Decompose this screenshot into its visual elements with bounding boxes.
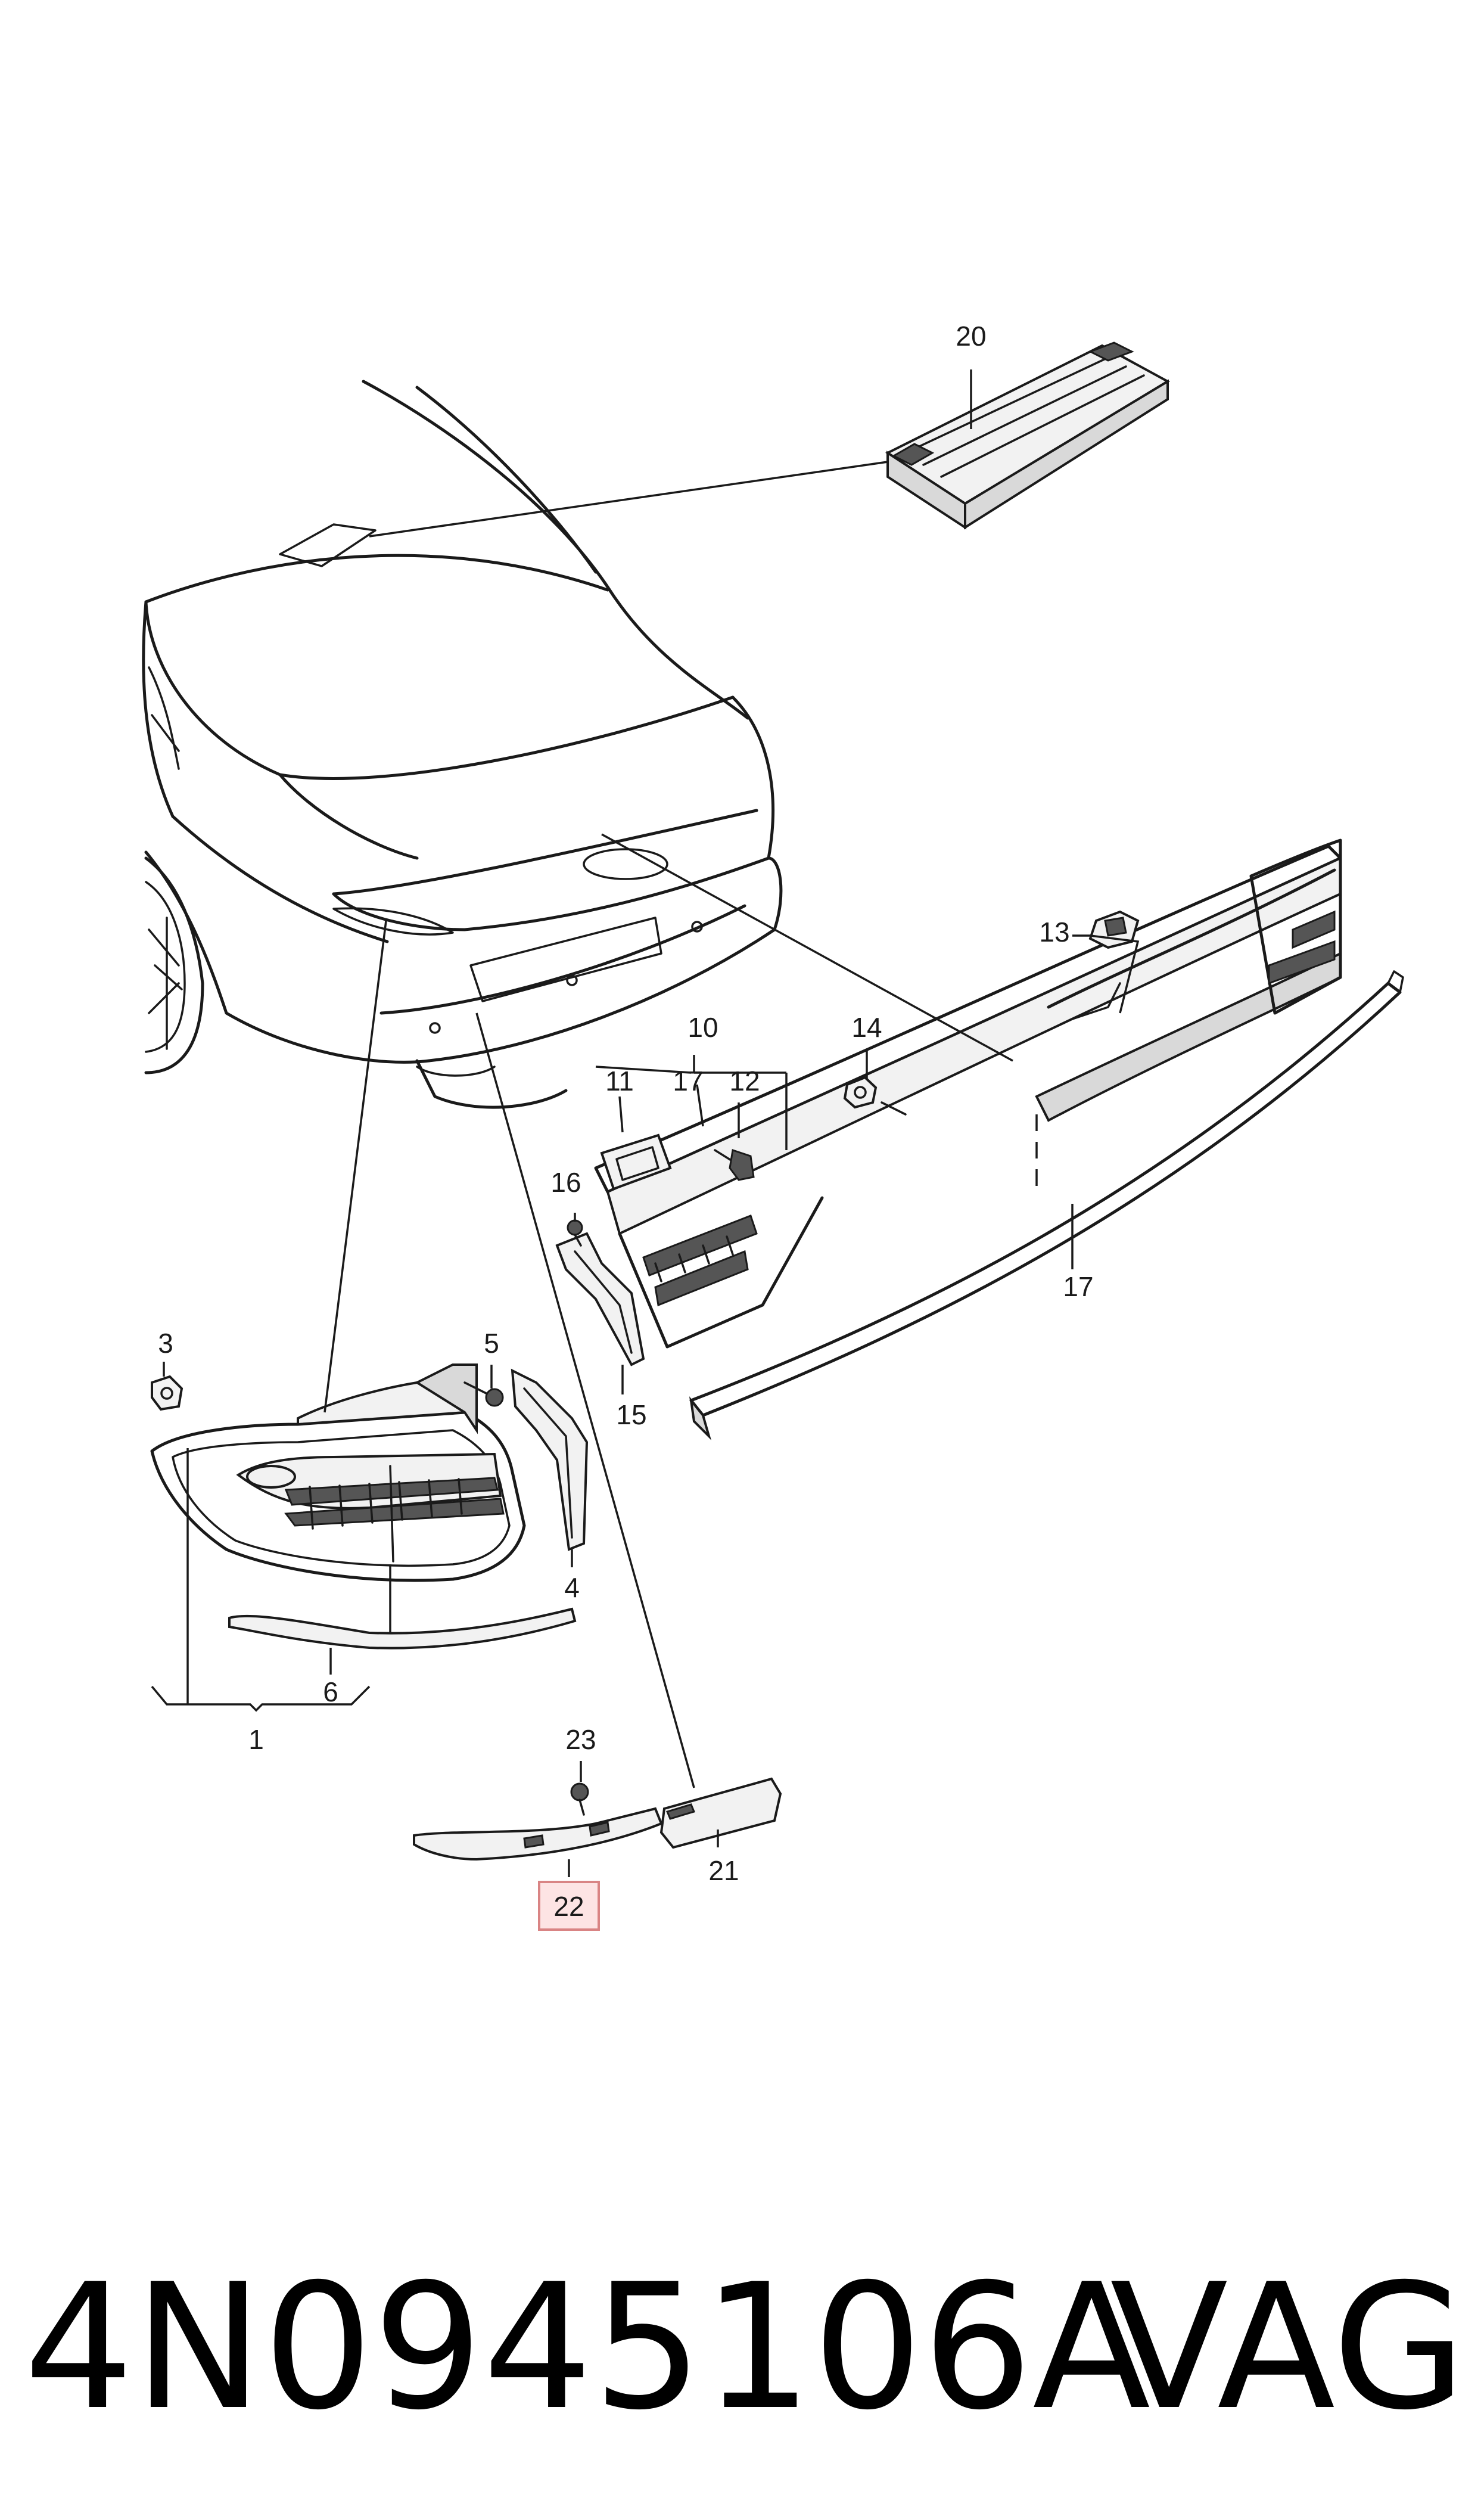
callout-11: 11 [605, 1066, 634, 1097]
part-4-cover [511, 1368, 589, 1551]
callout-22[interactable]: 22 [553, 1891, 584, 1922]
car-body [142, 380, 783, 1109]
leader-lines [151, 369, 1140, 1877]
part-16-screw [567, 1219, 583, 1247]
part-11-gasket [600, 1133, 672, 1191]
brand-label: VAG [1110, 2247, 1466, 2448]
part-6-strip [228, 1607, 577, 1650]
callout-23: 23 [565, 1724, 596, 1755]
part-3-nut [151, 1375, 183, 1411]
callout-14: 14 [851, 1012, 882, 1043]
callout-4: 4 [564, 1572, 580, 1603]
callout-20: 20 [956, 321, 986, 352]
callout-6: 6 [323, 1676, 338, 1707]
callout-17-right: 17 [1063, 1271, 1093, 1302]
callout-3: 3 [158, 1328, 173, 1359]
part-17-lower-strip [689, 970, 1404, 1440]
part-23-screw [570, 1782, 589, 1816]
callout-15: 15 [616, 1399, 646, 1430]
part-5-screw [463, 1381, 504, 1407]
light-bar-grid [642, 1215, 758, 1307]
part-20-brake-light [885, 341, 1171, 530]
callout-1: 1 [248, 1724, 264, 1755]
part-number: 4N0945106A [24, 2247, 1151, 2448]
part-15-bracket [555, 1232, 645, 1366]
part-13-clip [1088, 910, 1140, 949]
part-12-fastener [714, 1149, 755, 1181]
rear-wheel [144, 856, 204, 1074]
callout-22-highlight[interactable]: 22 [538, 1881, 600, 1931]
callout-16: 16 [550, 1167, 581, 1198]
part-14-nut [843, 1076, 907, 1116]
part-1-tail-lamp [150, 1363, 526, 1582]
callout-13: 13 [1039, 917, 1069, 948]
callout-17-top: 17 [673, 1066, 703, 1097]
part-22-trim [413, 1807, 663, 1861]
callout-21: 21 [708, 1855, 739, 1886]
callout-10: 10 [687, 1012, 718, 1043]
callout-labels: 20 13 14 10 11 17 12 16 17 15 3 5 4 6 1 … [158, 321, 1094, 1931]
callout-5: 5 [484, 1328, 499, 1359]
callout-12: 12 [729, 1066, 760, 1097]
part-17-trim-assembly [594, 838, 1342, 1349]
part-21-reflector [659, 1777, 782, 1849]
